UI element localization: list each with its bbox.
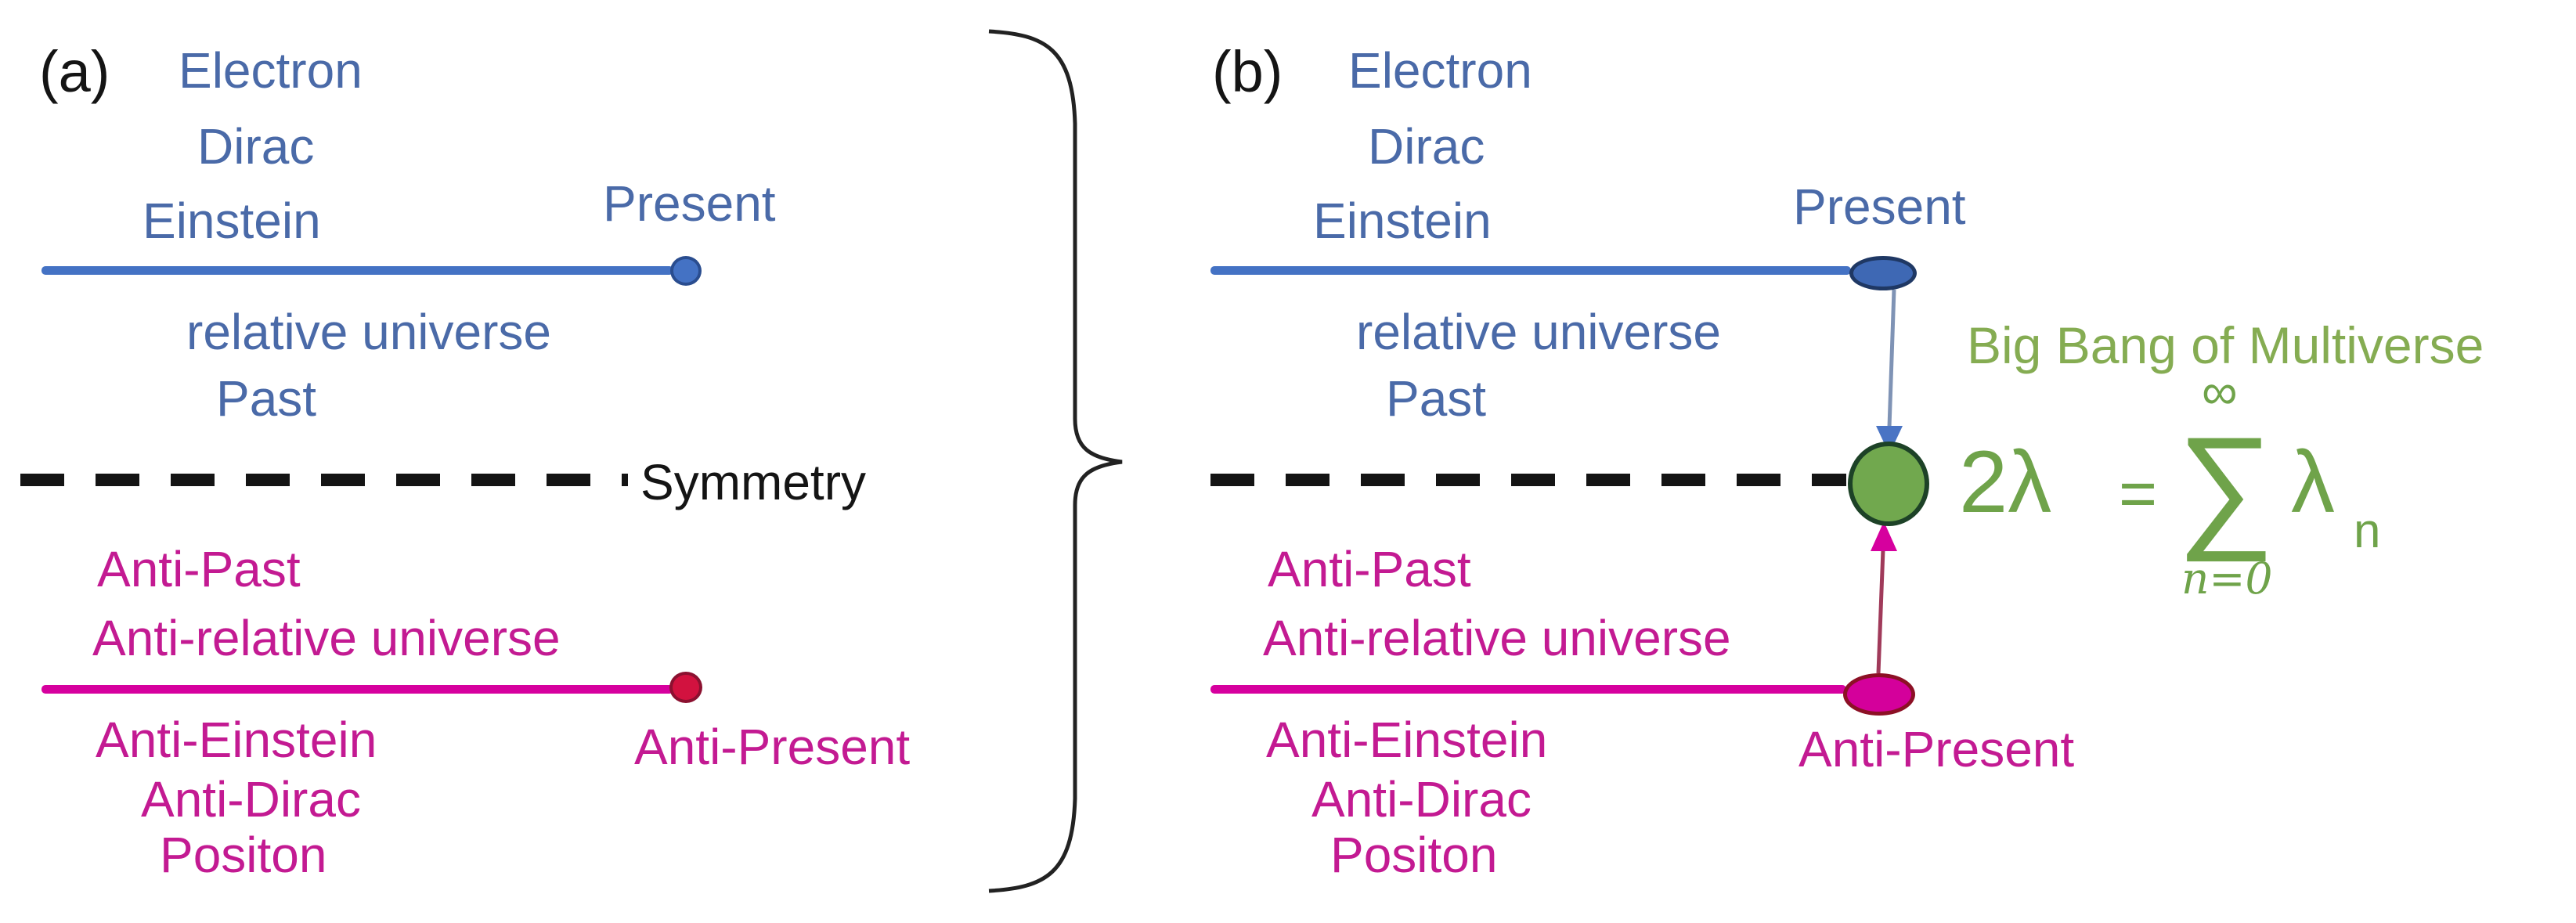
present-to-bigbang-connector xyxy=(1887,289,1896,428)
panel-b-anti-present-label: Anti-Present xyxy=(1799,721,2075,777)
panel-a-einstein-label: Einstein xyxy=(143,193,321,249)
panel-a-label: (a) xyxy=(39,39,110,104)
panel-b-anti-relative-universe-label: Anti-relative universe xyxy=(1263,610,1731,666)
formula-lambda-term: λ xyxy=(2291,433,2335,531)
panel-b-symmetry-dashed-line xyxy=(1210,474,1846,486)
panel-a-anti-present-label: Anti-Present xyxy=(634,719,911,775)
panel-b-antimatter-worldline xyxy=(1210,685,1846,694)
panel-b-anti-present-ellipse xyxy=(1843,673,1915,716)
panel-b-anti-einstein-label: Anti-Einstein xyxy=(1266,712,1548,768)
panel-a-present-label: Present xyxy=(603,175,776,232)
down-arrowhead-icon xyxy=(1876,426,1903,454)
symmetry-label: Symmetry xyxy=(640,454,866,510)
panel-a-anti-past-label: Anti-Past xyxy=(97,541,301,597)
panel-b-present-ellipse xyxy=(1849,256,1917,290)
panel-a-antimatter-worldline xyxy=(41,685,673,694)
big-bang-ellipse xyxy=(1848,442,1929,526)
antipresent-to-bigbang-connector xyxy=(1876,549,1885,674)
panel-b-past-label: Past xyxy=(1386,370,1487,427)
panel-a-present-dot xyxy=(670,256,702,286)
panel-b-positon-label: Positon xyxy=(1330,827,1498,883)
formula-equals-sign: = xyxy=(2119,456,2158,530)
formula-lhs: 2λ xyxy=(1959,433,2052,531)
panel-b-matter-worldline xyxy=(1210,266,1851,275)
panel-a-dirac-label: Dirac xyxy=(197,118,315,175)
up-arrowhead-icon xyxy=(1871,521,1897,551)
panel-a-anti-einstein-label: Anti-Einstein xyxy=(96,712,377,768)
big-bang-of-multiverse-label: Big Bang of Multiverse xyxy=(1967,316,2484,374)
panel-b-einstein-label: Einstein xyxy=(1313,193,1492,249)
panel-b-label: (b) xyxy=(1212,39,1283,104)
panel-b-present-label: Present xyxy=(1793,178,1966,235)
panel-b-dirac-label: Dirac xyxy=(1368,118,1485,175)
panel-a-past-label: Past xyxy=(216,370,317,427)
panel-a-anti-dirac-label: Anti-Dirac xyxy=(141,771,361,827)
panel-a-symmetry-dashed-line xyxy=(20,474,628,486)
panel-a-matter-worldline xyxy=(41,266,673,275)
panel-a-electron-label: Electron xyxy=(179,42,363,99)
formula-lower-limit: n=0 xyxy=(2181,553,2273,604)
curly-brace xyxy=(988,29,1123,893)
formula-upper-limit-infinity: ∞ xyxy=(2202,363,2238,420)
panel-a-relative-universe-label: relative universe xyxy=(186,304,551,360)
panel-a-anti-present-dot xyxy=(669,672,702,703)
formula-summation-symbol: ∑ xyxy=(2177,409,2275,562)
panel-b-electron-label: Electron xyxy=(1348,42,1532,99)
panel-a-positon-label: Positon xyxy=(160,827,327,883)
panel-b-anti-past-label: Anti-Past xyxy=(1268,541,1471,597)
panel-b-anti-dirac-label: Anti-Dirac xyxy=(1311,771,1532,827)
formula-lambda-subscript: n xyxy=(2354,504,2381,558)
panel-a-anti-relative-universe-label: Anti-relative universe xyxy=(92,610,561,666)
panel-b-relative-universe-label: relative universe xyxy=(1356,304,1721,360)
